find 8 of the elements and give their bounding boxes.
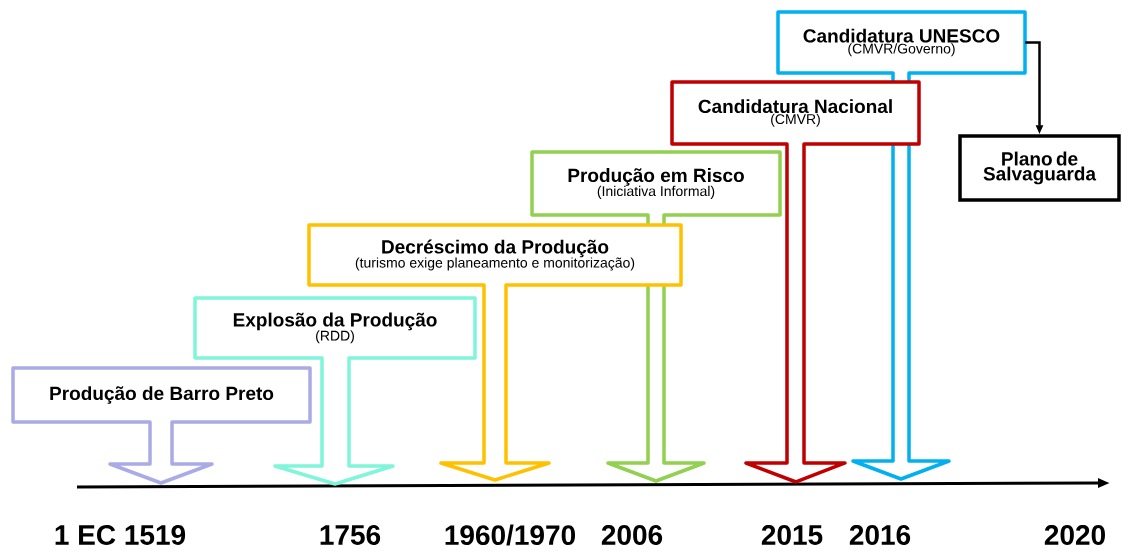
process-box: Plano de Salvaguarda	[958, 134, 1121, 202]
year-label: 1 EC 1519	[55, 525, 186, 545]
year-label: 2016	[849, 525, 911, 545]
year-label: 1756	[320, 525, 381, 545]
year-label: 2020	[1044, 525, 1105, 545]
year-label: 1960/1970	[445, 524, 575, 546]
year-label: 2006	[601, 525, 663, 545]
year-label: 2015	[761, 525, 823, 545]
